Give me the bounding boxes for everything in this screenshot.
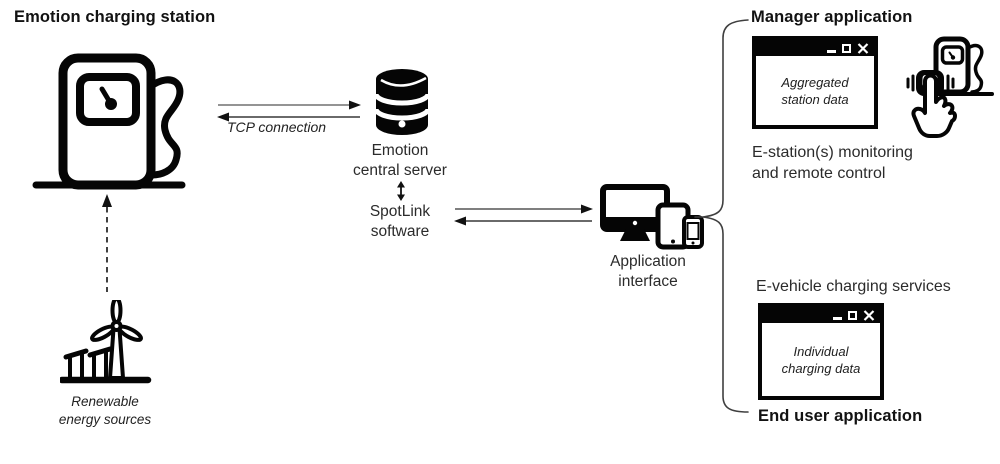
estation-monitoring-line2: and remote control: [752, 165, 886, 182]
database-icon: [374, 68, 430, 136]
spotlink-label-line2: software: [370, 222, 430, 240]
app-interface-label-line2: interface: [618, 272, 678, 290]
close-icon: [857, 42, 869, 54]
central-server-label-line2: central server: [353, 161, 447, 179]
tcp-connection-label: TCP connection: [227, 119, 327, 135]
estation-monitoring-label: E-station(s) monitoring and remote contr…: [752, 142, 913, 184]
wind-turbine-solar-icon: [60, 300, 152, 385]
charging-station-icon: [30, 50, 188, 192]
app-interface-label-line1: Application: [610, 253, 686, 270]
end-user-application-title: End user application: [758, 407, 923, 425]
hand-press-charging-station-icon: [896, 34, 996, 146]
renewable-label-line1: Renewable: [71, 394, 139, 409]
app-interface-label: Application interface: [582, 252, 714, 291]
end-user-app-window: Individual charging data: [758, 303, 884, 400]
manager-app-window: Aggregated station data: [752, 36, 878, 129]
central-server-label-line1: Emotion: [371, 142, 429, 159]
renewable-to-station-dashed-arrow: [98, 194, 116, 294]
spotlink-interface-arrows: [452, 203, 594, 227]
spotlink-label-line1: SpotLink: [369, 203, 431, 220]
manager-window-content: Aggregated station data: [756, 56, 874, 125]
spotlink-label: SpotLink software: [340, 202, 460, 241]
close-icon: [863, 309, 875, 321]
end-user-content-line2: charging data: [781, 360, 861, 376]
tcp-arrows: [214, 99, 362, 123]
renewable-label: Renewable energy sources: [35, 393, 175, 429]
manager-application-title: Manager application: [751, 8, 913, 26]
evehicle-services-label: E-vehicle charging services: [756, 278, 951, 295]
server-spotlink-arrow: [393, 181, 409, 201]
end-user-window-content: Individual charging data: [762, 323, 880, 396]
devices-icon: [598, 183, 704, 251]
estation-monitoring-line1: E-station(s) monitoring: [752, 144, 913, 161]
maximize-icon: [842, 43, 851, 53]
minimize-icon: [833, 317, 842, 320]
maximize-icon: [848, 310, 857, 320]
emotion-station-title: Emotion charging station: [14, 8, 216, 26]
manager-content-line2: station data: [781, 91, 849, 107]
manager-content-line1: Aggregated: [781, 74, 849, 90]
minimize-icon: [827, 50, 836, 53]
manager-window-titlebar: [756, 40, 874, 56]
end-user-window-titlebar: [762, 307, 880, 323]
central-server-label: Emotion central server: [330, 141, 470, 180]
end-user-content-line1: Individual: [793, 343, 849, 359]
grouping-brace: [694, 12, 752, 418]
renewable-label-line2: energy sources: [58, 412, 152, 427]
